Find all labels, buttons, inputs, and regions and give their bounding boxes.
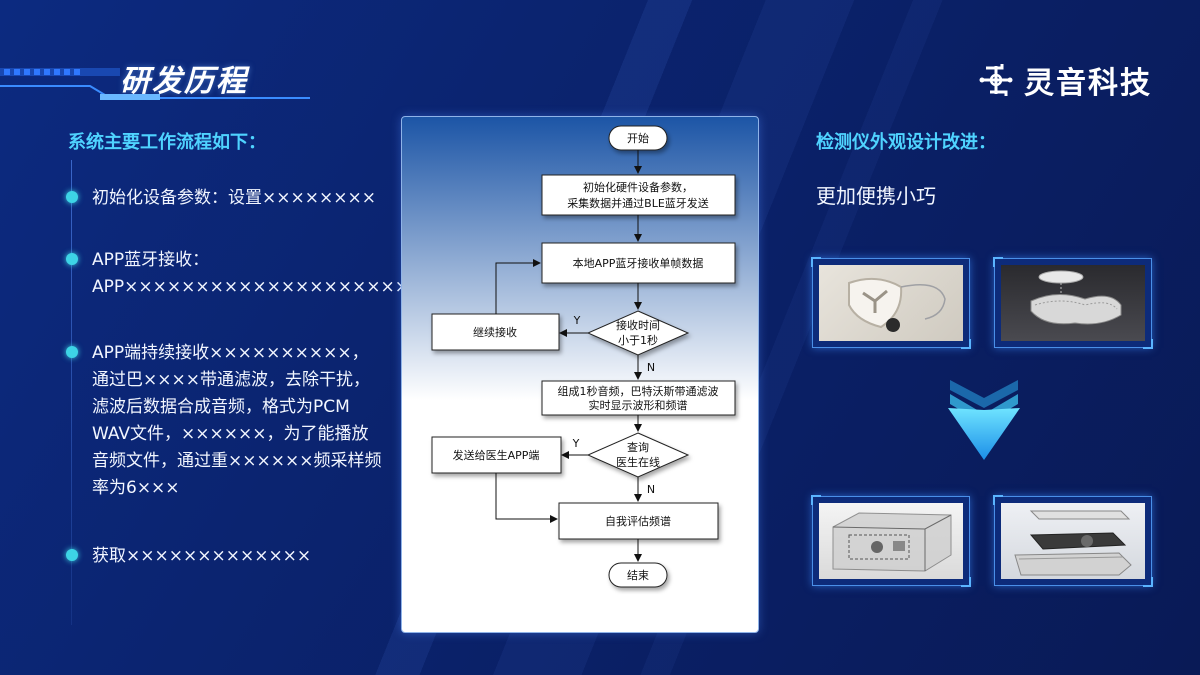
device-render-1 <box>993 257 1153 349</box>
device-render-2 <box>811 495 971 587</box>
flow-no-label-1: N <box>647 361 655 374</box>
brand: 灵音科技 <box>976 58 1152 102</box>
flow-send-box-label: 发送给医生APP端 <box>453 448 540 462</box>
flow-step-init-line1: 初始化硬件设备参数， <box>583 180 693 194</box>
flow-decision-time-line1: 接收时间 <box>616 318 660 332</box>
left-divider <box>71 160 72 625</box>
flow-decision-doctor-line1: 查询 <box>627 440 649 454</box>
list-item-text: APP端持续接收××××××××××，通过巴××××带通滤波，去除干扰，滤波后数… <box>92 343 382 498</box>
flow-step-filter <box>541 380 736 416</box>
device-sketch-3 <box>832 512 952 572</box>
right-subtitle: 更加便携小巧 <box>816 184 936 208</box>
device-sketch-1 <box>848 277 946 332</box>
bullet-dot <box>66 191 78 203</box>
list-item-text: 初始化设备参数：设置×××××××× <box>92 188 376 208</box>
device-sketch-4 <box>1014 510 1132 576</box>
flow-end <box>608 562 668 588</box>
flow-step-receive-label: 本地APP蓝牙接收单帧数据 <box>573 256 704 270</box>
brand-name: 灵音科技 <box>1024 66 1152 101</box>
flow-step-init <box>541 174 736 216</box>
left-heading: 系统主要工作流程如下： <box>68 132 266 153</box>
flow-loop-box <box>431 313 560 351</box>
chevron-down-icon <box>948 380 1020 460</box>
flowchart: 开始 初始化硬件设备参数， 采集数据并通过BLE蓝牙发送 本地APP蓝牙接收单帧… <box>431 125 736 588</box>
flow-loop-box-label: 继续接收 <box>473 325 517 339</box>
flow-send-box <box>431 436 562 474</box>
right-heading: 检测仪外观设计改进： <box>816 132 996 153</box>
flowchart-panel: 开始 初始化硬件设备参数， 采集数据并通过BLE蓝牙发送 本地APP蓝牙接收单帧… <box>401 116 759 633</box>
flow-step-evaluate-label: 自我评估频谱 <box>605 514 671 528</box>
flow-decision-doctor-line2: 医生在线 <box>616 455 660 469</box>
flow-yes-label-2: Y <box>572 437 580 450</box>
flow-step-filter-line2: 实时显示波形和频谱 <box>589 398 688 412</box>
bullet-dot <box>66 253 78 265</box>
list-item-text: 获取××××××××××××× <box>92 546 312 566</box>
flow-decision-time <box>586 310 690 356</box>
flow-step-evaluate <box>558 502 719 540</box>
device-render-3 <box>993 495 1153 587</box>
page-title: 研发历程 <box>120 64 248 99</box>
device-photo-1 <box>811 257 971 349</box>
bullet-dot <box>66 346 78 358</box>
brand-logo-icon <box>979 64 1013 96</box>
flow-yes-label-1: Y <box>573 314 581 327</box>
device-sketch-2 <box>1030 270 1122 325</box>
flow-decision-time-line2: 小于1秒 <box>618 333 658 347</box>
flow-end-label: 结束 <box>627 569 649 582</box>
flow-start-label: 开始 <box>627 131 649 145</box>
flow-decision-doctor <box>586 432 690 478</box>
flow-step-init-line2: 采集数据并通过BLE蓝牙发送 <box>567 196 709 210</box>
header-decoration <box>0 68 310 100</box>
list-item-text: APP蓝牙接收：APP××××××××××××××××××××× <box>92 250 424 297</box>
flow-step-filter-line1: 组成1秒音频，巴特沃斯带通滤波 <box>558 384 719 398</box>
flow-no-label-2: N <box>647 483 655 496</box>
bullet-dot <box>66 549 78 561</box>
